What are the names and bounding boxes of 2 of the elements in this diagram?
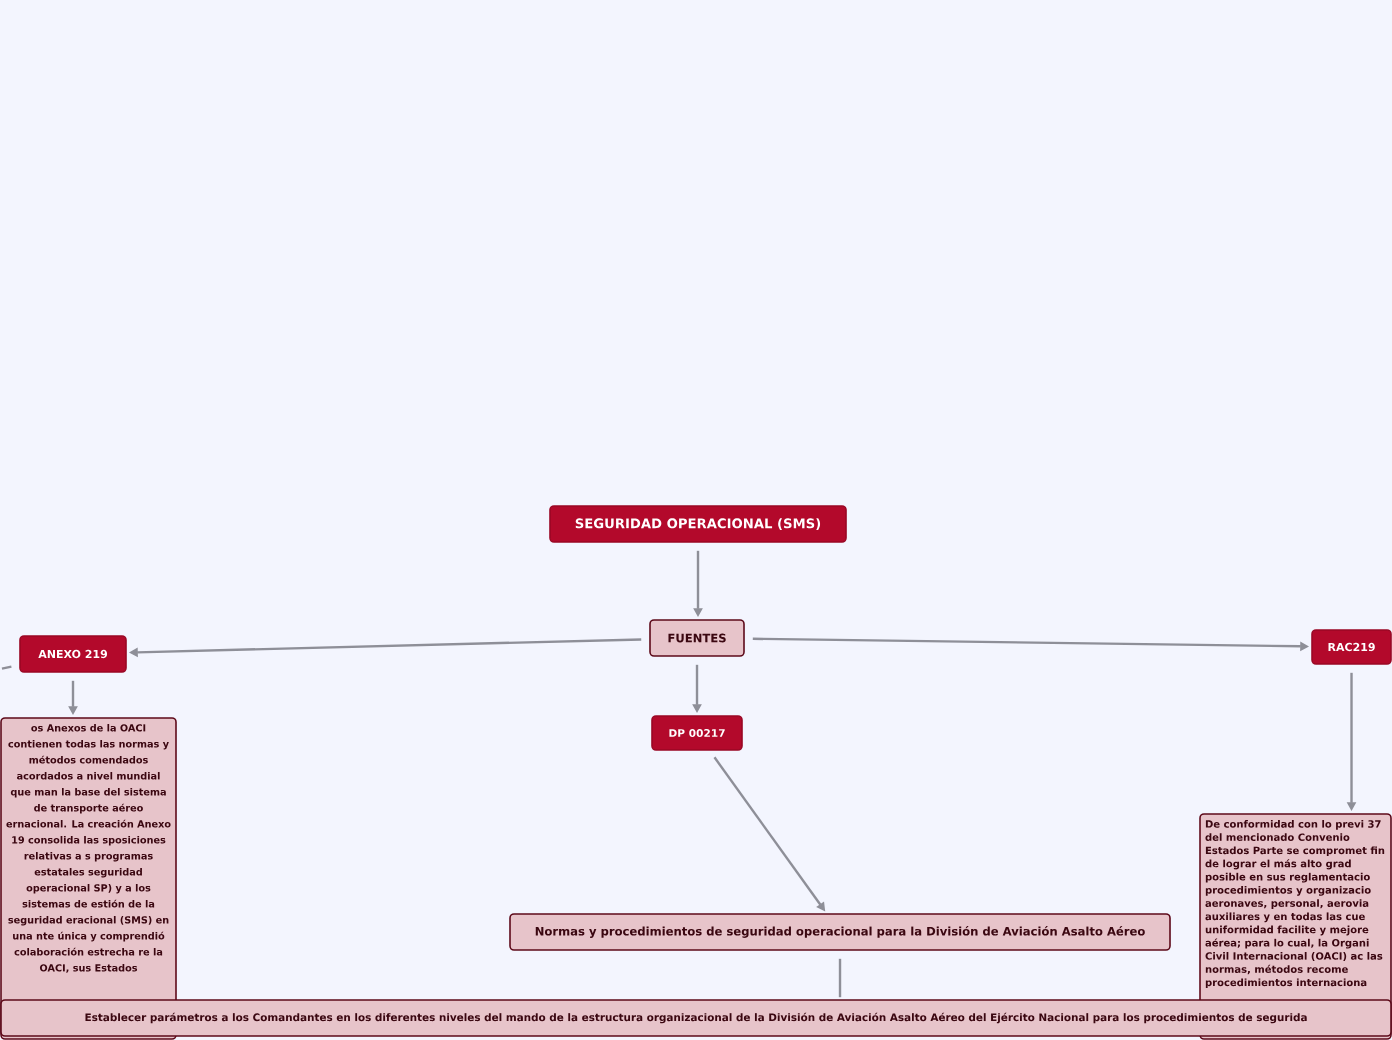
connector-line xyxy=(1,665,12,670)
connector-line xyxy=(838,958,842,998)
